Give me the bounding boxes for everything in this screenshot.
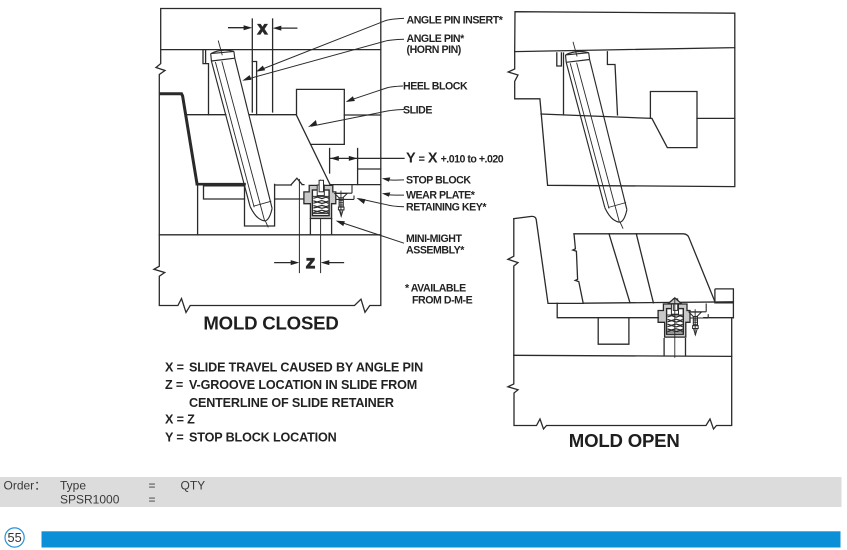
svg-text:WEAR PLATE*: WEAR PLATE* <box>406 190 476 202</box>
svg-text:Z = V-GROOVE LOCATION IN SLIDE: Z = V-GROOVE LOCATION IN SLIDE FROM <box>165 378 417 392</box>
svg-text:Z: Z <box>306 256 315 272</box>
svg-text:=: = <box>149 479 156 493</box>
svg-text:RETAINING KEY*: RETAINING KEY* <box>406 201 487 213</box>
svg-text:ASSEMBLY*: ASSEMBLY* <box>406 245 465 257</box>
svg-text:X = Z: X = Z <box>165 413 195 427</box>
svg-text:FROM D-M-E: FROM D-M-E <box>412 294 473 306</box>
svg-text:MOLD CLOSED: MOLD CLOSED <box>203 313 338 334</box>
svg-text:MINI-MIGHT: MINI-MIGHT <box>406 233 462 245</box>
svg-text:ANGLE PIN*: ANGLE PIN* <box>407 33 466 45</box>
svg-text:Type: Type <box>60 479 86 493</box>
svg-text:(HORN PIN): (HORN PIN) <box>407 44 461 56</box>
svg-text:Y = STOP BLOCK LOCATION: Y = STOP BLOCK LOCATION <box>165 430 337 444</box>
svg-text:55: 55 <box>7 530 21 545</box>
svg-text:X: X <box>258 22 268 38</box>
svg-text:STOP BLOCK: STOP BLOCK <box>406 174 471 186</box>
svg-text:* AVAILABLE: * AVAILABLE <box>405 282 466 294</box>
svg-text:X = SLIDE TRAVEL CAUSED BY ANG: X = SLIDE TRAVEL CAUSED BY ANGLE PIN <box>165 361 423 375</box>
svg-text:Order：: Order： <box>4 479 47 493</box>
svg-text:SLIDE: SLIDE <box>403 105 432 117</box>
svg-text:Y = X +.010 to +.020: Y = X +.010 to +.020 <box>406 151 504 167</box>
svg-text:MOLD OPEN: MOLD OPEN <box>569 430 680 451</box>
svg-text:=: = <box>149 492 156 506</box>
svg-text:ANGLE PIN INSERT*: ANGLE PIN INSERT* <box>407 14 504 26</box>
svg-text:CENTERLINE OF SLIDE RETAINER: CENTERLINE OF SLIDE RETAINER <box>189 396 394 410</box>
svg-text:SPSR1000: SPSR1000 <box>60 492 120 506</box>
svg-text:HEEL BLOCK: HEEL BLOCK <box>403 80 468 92</box>
svg-text:QTY: QTY <box>181 479 206 493</box>
